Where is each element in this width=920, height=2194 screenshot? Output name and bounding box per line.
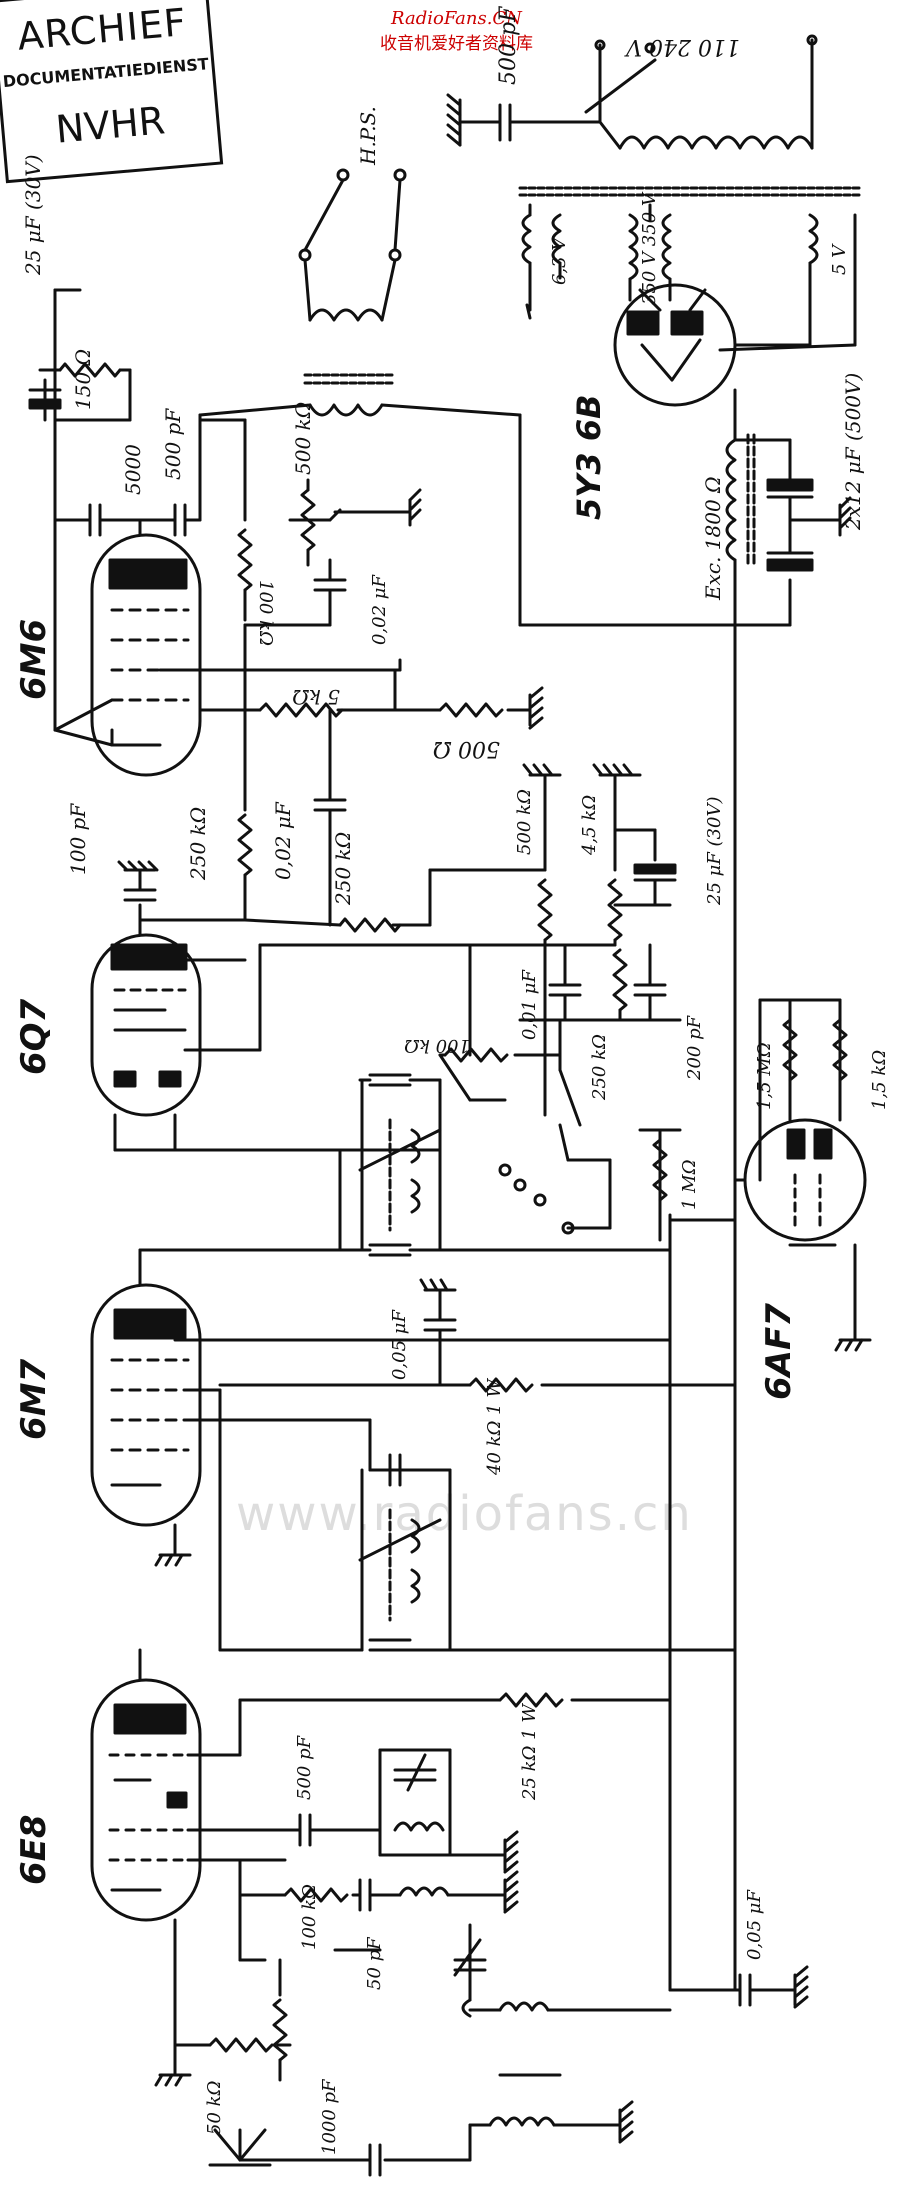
label-c5000: 5000 [121,444,145,495]
cathode-network-6m6 [28,288,202,747]
label-c2x12: 2x12 μF (500V) [841,373,865,531]
label-c100pf: 100 pF [66,803,90,875]
label-c1000pf: 1000 pF [319,2078,340,2155]
label-c25-30: 25 μF (30V) [21,154,45,276]
label-c002-b: 0,02 μF [271,801,295,880]
source-site: RadioFans.CN [391,8,522,29]
tube-6e8 [90,1648,672,2087]
tube-5y3-rectifier [613,283,857,407]
label-r15m: 1,5 MΩ [754,1042,775,1110]
label-r100k-b: 100 kΩ [404,1035,470,1056]
label-v63: 6,3 V [549,236,570,285]
label-c25-30b: 25 μF (30V) [704,797,725,906]
label-c001: 0,01 μF [519,969,540,1040]
label-v5: 5 V [829,243,850,275]
tube-6af7 [733,998,872,1352]
source-header: RadioFans.CN 收音机爱好者资料库 [380,8,533,54]
if-transformer-1 [338,1073,442,1257]
output-transformer [198,168,522,417]
watermark: www.radiofans.cn [236,1486,693,1542]
volume-network [438,763,682,1242]
label-hps: H.P.S. [356,106,380,166]
label-r150: 150 Ω [71,349,95,410]
filter-choke [725,388,852,627]
label-tube-6e8: 6E8 [14,1814,54,1885]
label-c005-b: 0,05 μF [744,1889,765,1960]
tone-control [198,418,422,627]
screen-supply-6m7 [173,1278,737,1393]
label-r250k-a: 250 kΩ [186,807,210,881]
if-transformer-2 [218,1453,737,1652]
label-tube-6af7: 6AF7 [759,1303,799,1400]
label-r1m: 1 MΩ [679,1159,700,1210]
label-r100k-c: 100 kΩ [299,1884,320,1950]
label-c005-a: 0,05 μF [389,1309,410,1380]
antenna-input [208,1923,672,2177]
label-r250k-b: 250 kΩ [331,832,355,906]
label-c50pf: 50 pF [364,1936,385,1990]
label-tube-6q7: 6Q7 [14,998,54,1075]
tube-6m7 [90,1248,372,1652]
label-r45k: 4,5 kΩ [579,795,600,856]
bias-network [53,623,547,933]
label-mains-voltage: 110 240 V [624,34,740,59]
label-r250k-c: 250 kΩ [589,1034,610,1101]
label-r40k: 40 kΩ 1 W [484,1378,505,1476]
component-labels: 500 pF 110 240 V H.P.S. 25 μF (30V) 150 … [14,6,890,2155]
label-c500pf-mains: 500 pF [496,6,521,85]
label-tube-6m7: 6M7 [14,1359,54,1440]
label-tube-5y3: 5Y3 6B [570,395,608,521]
label-r5k: 5 kΩ [292,685,340,709]
oscillator-section [238,1748,519,1962]
label-exc: Exc. 1800 Ω [701,476,725,601]
label-r500k: 500 kΩ [291,402,315,475]
label-tube-6m6: 6M6 [14,619,54,700]
mains-transformer [518,34,862,347]
label-r100k-a: 100 kΩ [255,580,276,646]
tube-6q7 [90,860,472,1152]
tube-6m6 [90,533,202,777]
source-subtitle: 收音机爱好者资料库 [380,34,533,54]
capacitor-500pf-mains [446,93,602,147]
label-c200pf: 200 pF [684,1014,705,1081]
label-r500: 500 Ω [433,736,500,761]
label-r50k: 50 kΩ [204,2080,225,2135]
label-c500pf-a: 500 pF [161,408,185,480]
label-c500pf-b: 500 pF [294,1734,315,1800]
label-c002-a: 0,02 μF [369,574,390,645]
label-r15k: 1,5 kΩ [869,1050,890,1110]
label-r500k-b: 500 kΩ [514,789,535,855]
avc-capacitor [668,1965,809,2009]
label-v350: 350 V 350 V [639,191,660,305]
label-r25k: 25 kΩ 1 W [519,1703,540,1801]
